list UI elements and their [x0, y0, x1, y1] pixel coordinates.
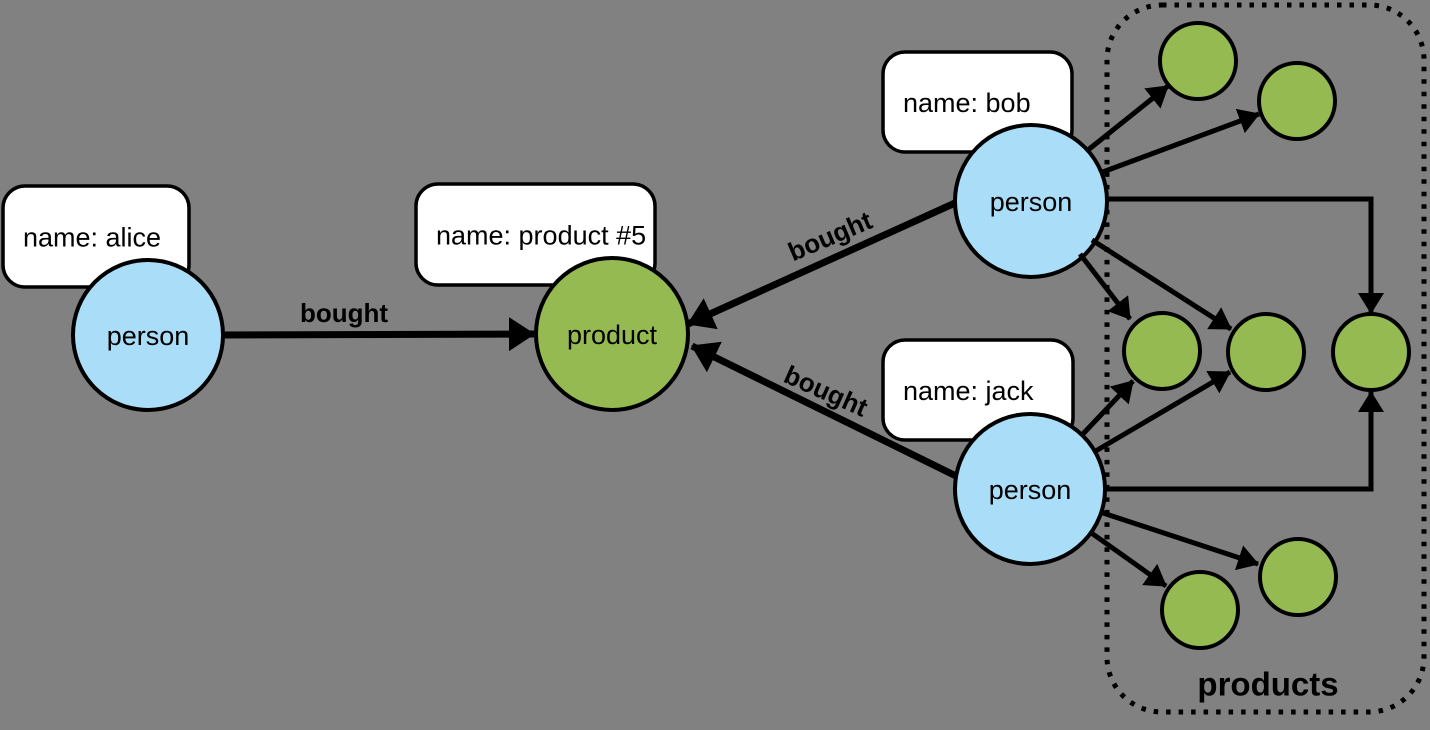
- edge-jack-to-product-bottom-2: [1099, 509, 1259, 571]
- products-group-border: [1104, 2, 1427, 715]
- property-box-label-alice-properties: name: alice: [23, 223, 161, 253]
- edge-jack-bought-product: [690, 341, 958, 480]
- edge-bob-to-product-top-1: [1086, 84, 1170, 152]
- property-box-label-product-properties: name: product #5: [436, 221, 646, 251]
- property-box-label-bob-properties: name: bob: [903, 88, 1031, 118]
- product-node-product-top-1: [1158, 21, 1238, 101]
- person-node-label-jack: person: [989, 475, 1072, 505]
- product-node-product-top-2: [1257, 61, 1337, 141]
- product-node-product-mid-2: [1226, 312, 1306, 392]
- edge-bob-to-product-mid-1: [1078, 252, 1132, 321]
- edge-bob-to-product-mid-3: [1105, 196, 1384, 314]
- edge-jack-to-product-mid-3: [1105, 391, 1384, 492]
- product-node-product-mid-3: [1331, 312, 1411, 392]
- products-group-label: products: [1197, 666, 1338, 703]
- edge-jack-to-product-mid-2: [1092, 369, 1232, 455]
- edge-alice-bought-product: [221, 317, 535, 352]
- product-node-product-mid-1: [1122, 311, 1202, 391]
- edge-jack-to-product-mid-1: [1079, 379, 1135, 438]
- edge-jack-to-product-bottom-1: [1088, 529, 1168, 589]
- product-node-product-bottom-2: [1258, 537, 1338, 617]
- edge-label-alice-bought-product: bought: [300, 298, 388, 328]
- person-node-label-bob: person: [990, 187, 1073, 217]
- product-node-product-bottom-1: [1160, 570, 1240, 650]
- edge-bob-to-product-mid-2: [1090, 237, 1233, 332]
- person-node-label-alice: person: [107, 321, 190, 351]
- edge-bob-to-product-top-2: [1099, 108, 1260, 176]
- product-node-label-product5: product: [567, 320, 658, 350]
- edge-bob-bought-product: [686, 199, 957, 330]
- product-node-product5: [534, 256, 690, 412]
- property-box-label-jack-properties: name: jack: [903, 376, 1034, 406]
